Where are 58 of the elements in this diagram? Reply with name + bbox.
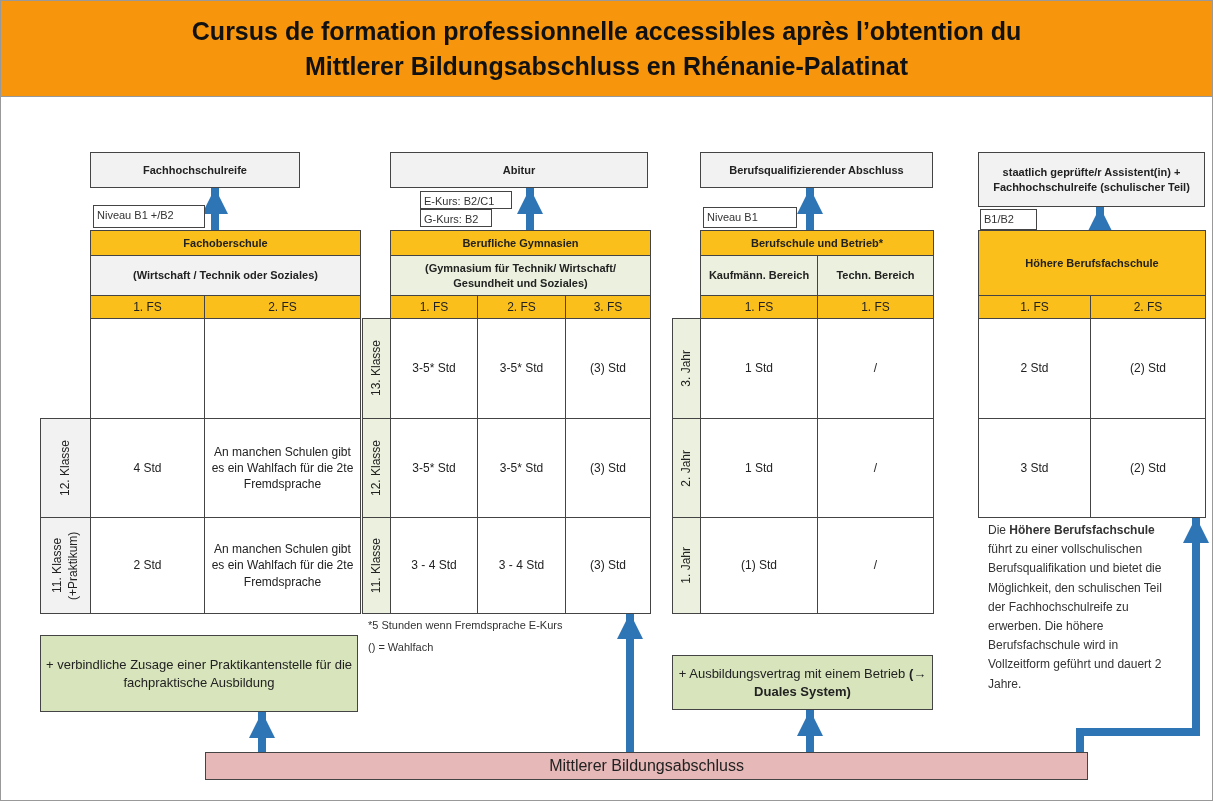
row-header: 3. Jahr — [672, 318, 701, 419]
level-label: Niveau B1 — [703, 207, 797, 228]
level-label: G-Kurs: B2 — [420, 209, 492, 227]
qualification-box: Abitur — [390, 152, 648, 188]
level-label: B1/B2 — [980, 209, 1037, 230]
arrow — [1076, 517, 1209, 752]
base-bar: Mittlerer Bildungsabschluss — [205, 752, 1088, 780]
table-cell: An manchen Schulen gibt es ein Wahlfach für die 2te Fremdsprache — [204, 517, 361, 614]
column-header: 1. FS — [978, 295, 1091, 319]
table-title: Berufschule und Betrieb* — [700, 230, 934, 256]
table — [978, 230, 1205, 517]
qualification-box: Berufsqualifizierender Abschluss — [700, 152, 933, 188]
table-subtitle: (Gymnasium für Technik/ Wirtschaft/ Gesundheit und Soziales) — [390, 255, 651, 296]
table-subtitle: (Wirtschaft / Technik oder Soziales) — [90, 255, 361, 296]
arrow — [797, 710, 823, 752]
footnote: *5 Stunden wenn Fremdsprache E-Kurs — [367, 618, 564, 633]
table-cell: / — [817, 517, 934, 614]
table-title: Fachoberschule — [90, 230, 361, 256]
row-header: 12. Klasse — [40, 418, 91, 518]
arrow — [517, 188, 543, 230]
table — [362, 230, 650, 613]
row-header: 1. Jahr — [672, 517, 701, 614]
table-subtitle: Kaufmänn. Bereich — [700, 255, 818, 296]
table-cell: 3 Std — [978, 418, 1091, 518]
arrow — [202, 188, 228, 230]
qualification-box: staatlich geprüfte/r Assistent(in) + Fachhochschulreife (schulischer Teil) — [978, 152, 1205, 207]
description-text: Die Höhere Berufsfachschule führt zu einer vollschulischen Berufsqualifikation und bietet die Möglichkeit, den schulischen Teil der Fachhochschulreife zu erwerben. Die höhere Berufsfachschule wird in Vollzeitform geführt und dauert 2 Jahre. — [987, 522, 1163, 693]
footnote: () = Wahlfach — [367, 640, 435, 655]
row-header: 2. Jahr — [672, 418, 701, 518]
column-header: 2. FS — [477, 295, 566, 319]
arrow — [249, 712, 275, 752]
row-header: 13. Klasse — [362, 318, 391, 419]
row-header: 11. Klasse (+Praktikum) — [40, 517, 91, 614]
table-subtitle: Techn. Bereich — [817, 255, 934, 296]
title: Cursus de formation professionnelle accessibles après l’obtention du Mittlerer Bildungsabschluss en Rhénanie-Palatinat — [190, 15, 1023, 82]
column-header: 3. FS — [565, 295, 651, 319]
table-title: Höhere Berufsfachschule — [978, 230, 1206, 296]
table-title: Berufliche Gymnasien — [390, 230, 651, 256]
level-label: Niveau B1 +/B2 — [93, 205, 205, 228]
requirement-box: + verbindliche Zusage einer Praktikantenstelle für die fachpraktische Ausbildung — [40, 635, 358, 712]
level-label: E-Kurs: B2/C1 — [420, 191, 512, 209]
table-cell: (3) Std — [565, 517, 651, 614]
column-header: 2. FS — [204, 295, 361, 319]
arrow — [617, 613, 643, 752]
row-header: 12. Klasse — [362, 418, 391, 518]
table-cell: (2) Std — [1090, 418, 1206, 518]
arrow — [1087, 207, 1113, 233]
table — [672, 230, 933, 613]
table — [40, 230, 360, 613]
column-header: 1. FS — [90, 295, 205, 319]
requirement-box: + Ausbildungsvertrag mit einem Betrieb (→ Duales System) — [672, 655, 933, 710]
column-header: 1. FS — [817, 295, 934, 319]
qualification-box: Fachhochschulreife — [90, 152, 300, 188]
column-header: 1. FS — [700, 295, 818, 319]
column-header: 2. FS — [1090, 295, 1206, 319]
column-header: 1. FS — [390, 295, 478, 319]
arrow — [797, 188, 823, 230]
row-header: 11. Klasse — [362, 517, 391, 614]
